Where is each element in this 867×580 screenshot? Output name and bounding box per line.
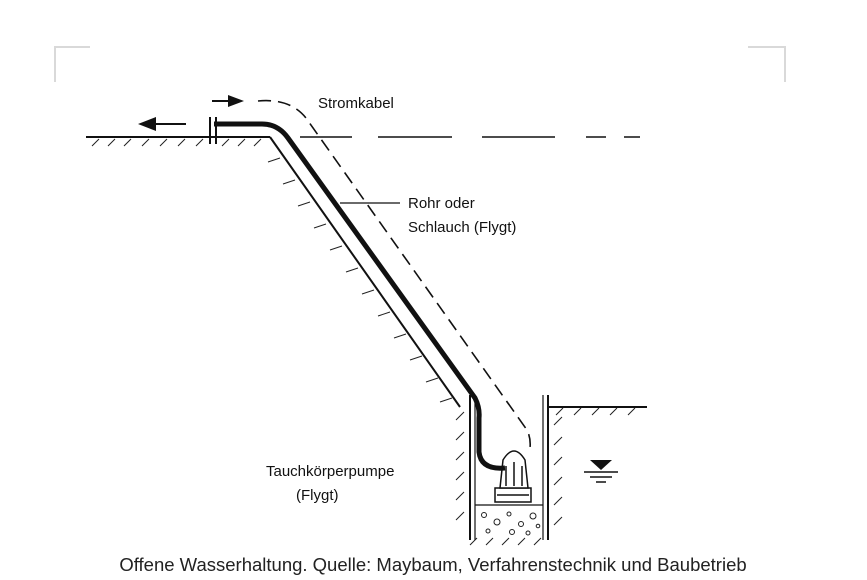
corner-mark-top-right	[748, 46, 786, 82]
groundwater-level	[300, 136, 640, 483]
embankment-slope	[267, 136, 461, 408]
corner-marks	[54, 46, 786, 82]
gravel-filter	[481, 511, 541, 536]
figure-caption: Offene Wasserhaltung. Quelle: Maybaum, V…	[119, 554, 746, 575]
label-pump-line1: Tauchkörperpumpe	[266, 463, 394, 480]
power-cable	[257, 99, 531, 449]
flow-arrow-left	[138, 117, 186, 131]
pipe-flange	[209, 117, 217, 144]
slope-line	[269, 136, 461, 408]
lower-ground	[548, 406, 647, 416]
submersible-pump	[494, 450, 532, 503]
label-pump-line2: (Flygt)	[296, 487, 339, 504]
corner-mark-top-left	[54, 46, 90, 82]
discharge-pipe	[214, 121, 506, 471]
upper-ground	[86, 136, 270, 147]
cable-arrow-right	[212, 95, 244, 107]
pump-shaft	[455, 395, 563, 546]
label-pipe-line2: Schlauch (Flygt)	[408, 219, 516, 236]
label-pipe-line1: Rohr oder	[408, 195, 475, 212]
label-power-cable: Stromkabel	[318, 95, 394, 112]
water-level-symbol	[584, 460, 618, 483]
